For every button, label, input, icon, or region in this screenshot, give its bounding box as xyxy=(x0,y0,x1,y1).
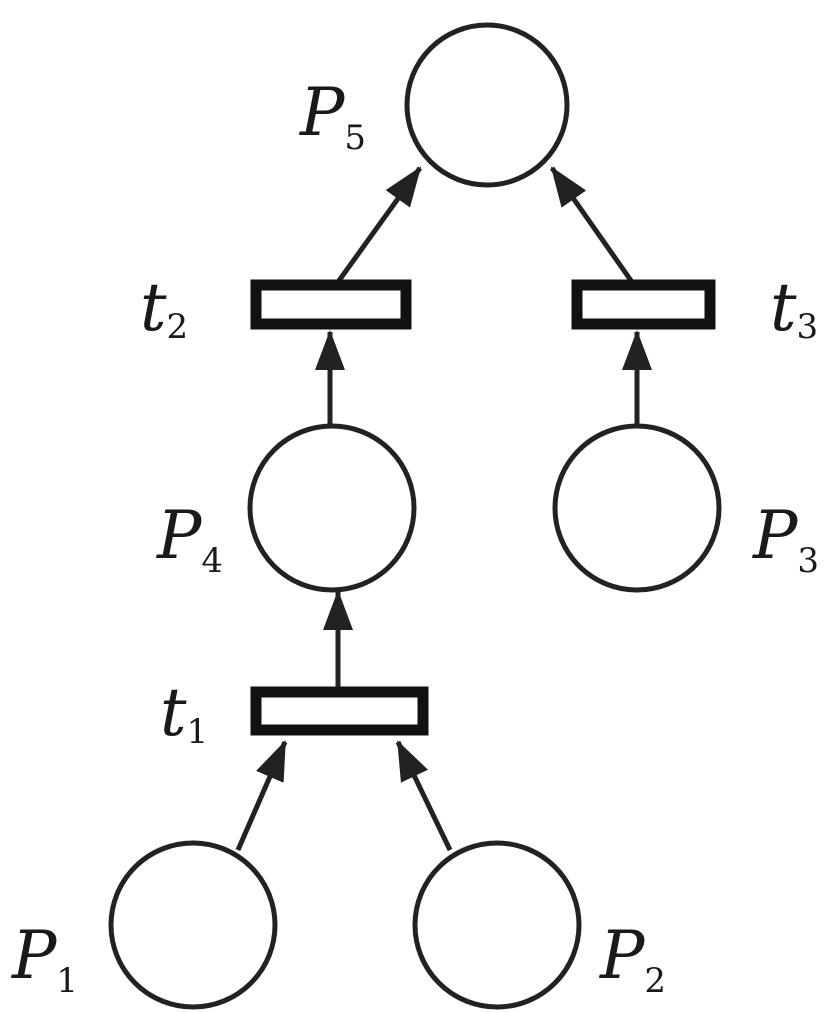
transition-t3 xyxy=(571,279,716,330)
arc-t3-p5 xyxy=(549,166,635,284)
place-p4 xyxy=(247,423,417,593)
places xyxy=(108,22,722,1010)
label-p4: P4 xyxy=(156,497,223,581)
label-t1: t1 xyxy=(160,674,208,752)
label-p3: P3 xyxy=(752,497,819,581)
place-p5 xyxy=(404,22,570,188)
arcs xyxy=(235,166,652,852)
place-p3 xyxy=(552,423,722,593)
label-p5: P5 xyxy=(299,74,366,158)
arc-t2-p5 xyxy=(335,166,423,284)
place-p1 xyxy=(108,840,278,1010)
transition-t2 xyxy=(250,279,412,330)
arc-p2-t1 xyxy=(395,740,453,852)
place-p2 xyxy=(412,840,582,1010)
transitions xyxy=(250,279,716,736)
transition-t1 xyxy=(250,686,429,736)
label-p2: P2 xyxy=(599,917,666,1001)
arc-p1-t1 xyxy=(235,740,288,851)
labels: P5 t2 t3 P4 P3 t1 P1 P2 xyxy=(11,74,819,1001)
label-t2: t2 xyxy=(140,269,188,347)
label-t3: t3 xyxy=(770,269,818,347)
label-p1: P1 xyxy=(11,917,78,1001)
